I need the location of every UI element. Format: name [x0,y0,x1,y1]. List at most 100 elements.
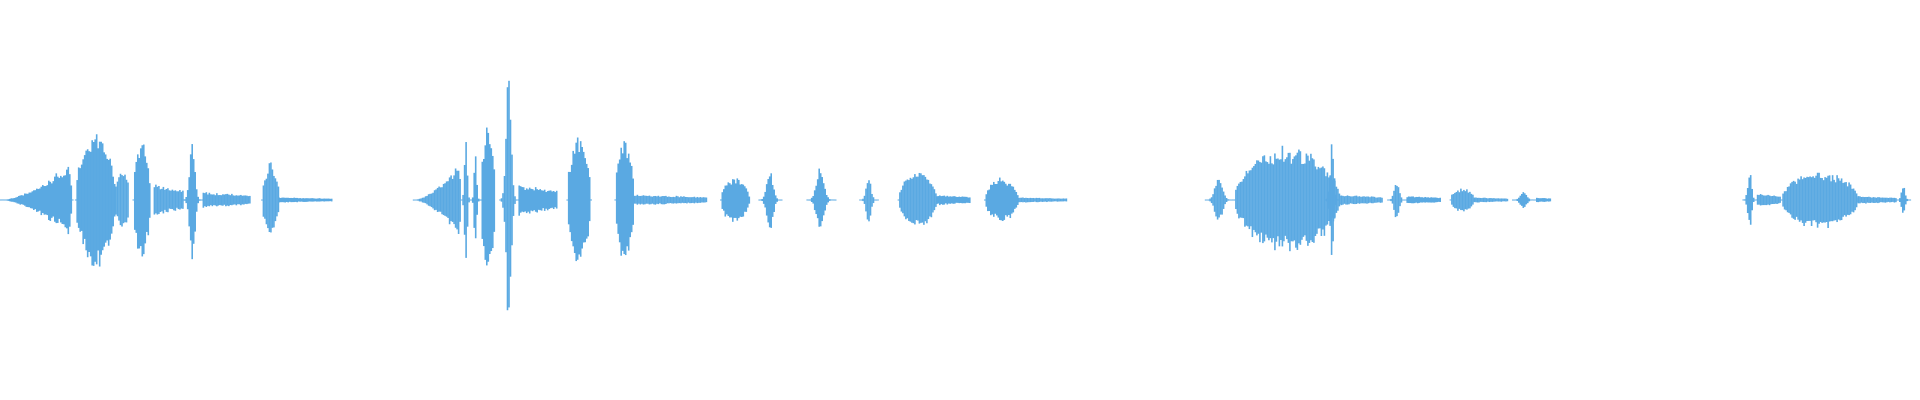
waveform-bar [1751,188,1753,211]
waveform-bar [906,179,909,219]
waveform-bar [1816,172,1819,228]
waveform-bar [448,177,451,225]
waveform-bar [1521,193,1523,206]
waveform-bar [698,197,700,203]
waveform-bar [727,182,730,216]
waveform-bar [627,153,630,251]
waveform-bar [1002,180,1004,222]
waveform-bar [326,198,328,202]
waveform-bar [770,173,772,228]
waveform-bar [264,180,266,219]
waveform-bar [1818,172,1820,224]
waveform-bar [1482,197,1485,203]
waveform-bar [453,175,455,225]
waveform-bar [162,186,165,214]
waveform-bar [1012,186,1015,213]
waveform-bar [1410,196,1413,204]
waveform-bar [958,196,961,204]
waveform-bar [1830,181,1832,222]
waveform-bar [735,183,737,218]
waveform-bar [182,199,184,201]
waveform-bar [165,188,168,212]
waveform-bar [1473,197,1476,203]
waveform-bar [905,180,907,220]
waveform-bar [1831,175,1834,222]
waveform-bar [699,197,702,203]
waveform-bar [1254,163,1257,233]
waveform-bar [1210,197,1213,204]
waveform-bar [1528,198,1531,202]
waveform-bar [490,148,493,252]
waveform-bar [1293,156,1296,241]
waveform-bar [45,186,47,215]
waveform-bar [1810,177,1813,226]
waveform-bar [444,183,446,216]
waveform-bar [1419,197,1422,203]
waveform-bar [909,177,912,222]
waveform-bar [1316,169,1318,234]
waveform-bar [492,155,494,249]
waveform-bar [86,149,89,258]
waveform-bar [654,195,657,205]
waveform-bar [1345,196,1347,205]
waveform-bar [207,194,209,206]
waveform-bar [987,190,989,212]
waveform-bar [1011,186,1013,214]
waveform-bar [960,196,962,203]
waveform-bar [567,171,570,225]
waveform-bar [1204,199,1207,201]
waveform-bar [902,185,904,214]
waveform-bar [1789,183,1792,215]
waveform-bar [1034,198,1036,202]
waveform-bar [1379,197,1382,203]
waveform-bar [621,153,624,251]
waveform-bar [192,159,195,244]
waveform-bar [1516,198,1519,201]
waveform-bar [920,173,922,223]
waveform-bar [265,178,268,225]
waveform-bar [179,190,181,210]
waveform-bar [168,190,171,209]
waveform-bar [294,197,297,202]
waveform-bar [185,196,187,204]
waveform-bar [1749,175,1752,225]
waveform-bar [270,162,272,233]
waveform-bar [1746,188,1749,214]
waveform-bar [483,158,485,247]
waveform-bar [955,196,958,203]
waveform-bar [1269,156,1272,239]
waveform-bar [723,189,725,211]
waveform-bar [681,196,684,203]
waveform-bar [899,192,901,208]
waveform-bar [1425,197,1428,203]
waveform-bar [921,175,924,223]
waveform-bar [1357,196,1359,204]
waveform-bar [216,193,218,207]
waveform-bar [297,198,300,202]
waveform-bar [720,199,722,201]
waveform-bar [1250,170,1252,227]
waveform-bar [223,194,226,205]
waveform-bar [1049,198,1051,202]
waveform-bar [7,199,10,201]
waveform-bar [1253,166,1255,230]
waveform-bar [1797,178,1799,220]
waveform-bar [1488,198,1491,203]
waveform-bar [481,161,484,239]
waveform-bar [726,185,728,215]
waveform-bar [1490,198,1492,202]
waveform-bar [812,196,814,204]
waveform-bar [1286,157,1288,240]
waveform-bar [514,196,516,204]
waveform-bar [1348,195,1350,205]
waveform-bar [314,198,316,202]
waveform-bar [988,189,991,211]
waveform-bar [327,198,330,202]
waveform-bar [587,168,589,237]
waveform-bar [454,168,457,228]
waveform-bar [141,145,144,257]
waveform-bar [1755,199,1758,201]
waveform-bar [249,195,251,204]
waveform-bar [420,198,422,202]
waveform-bar [267,173,269,229]
